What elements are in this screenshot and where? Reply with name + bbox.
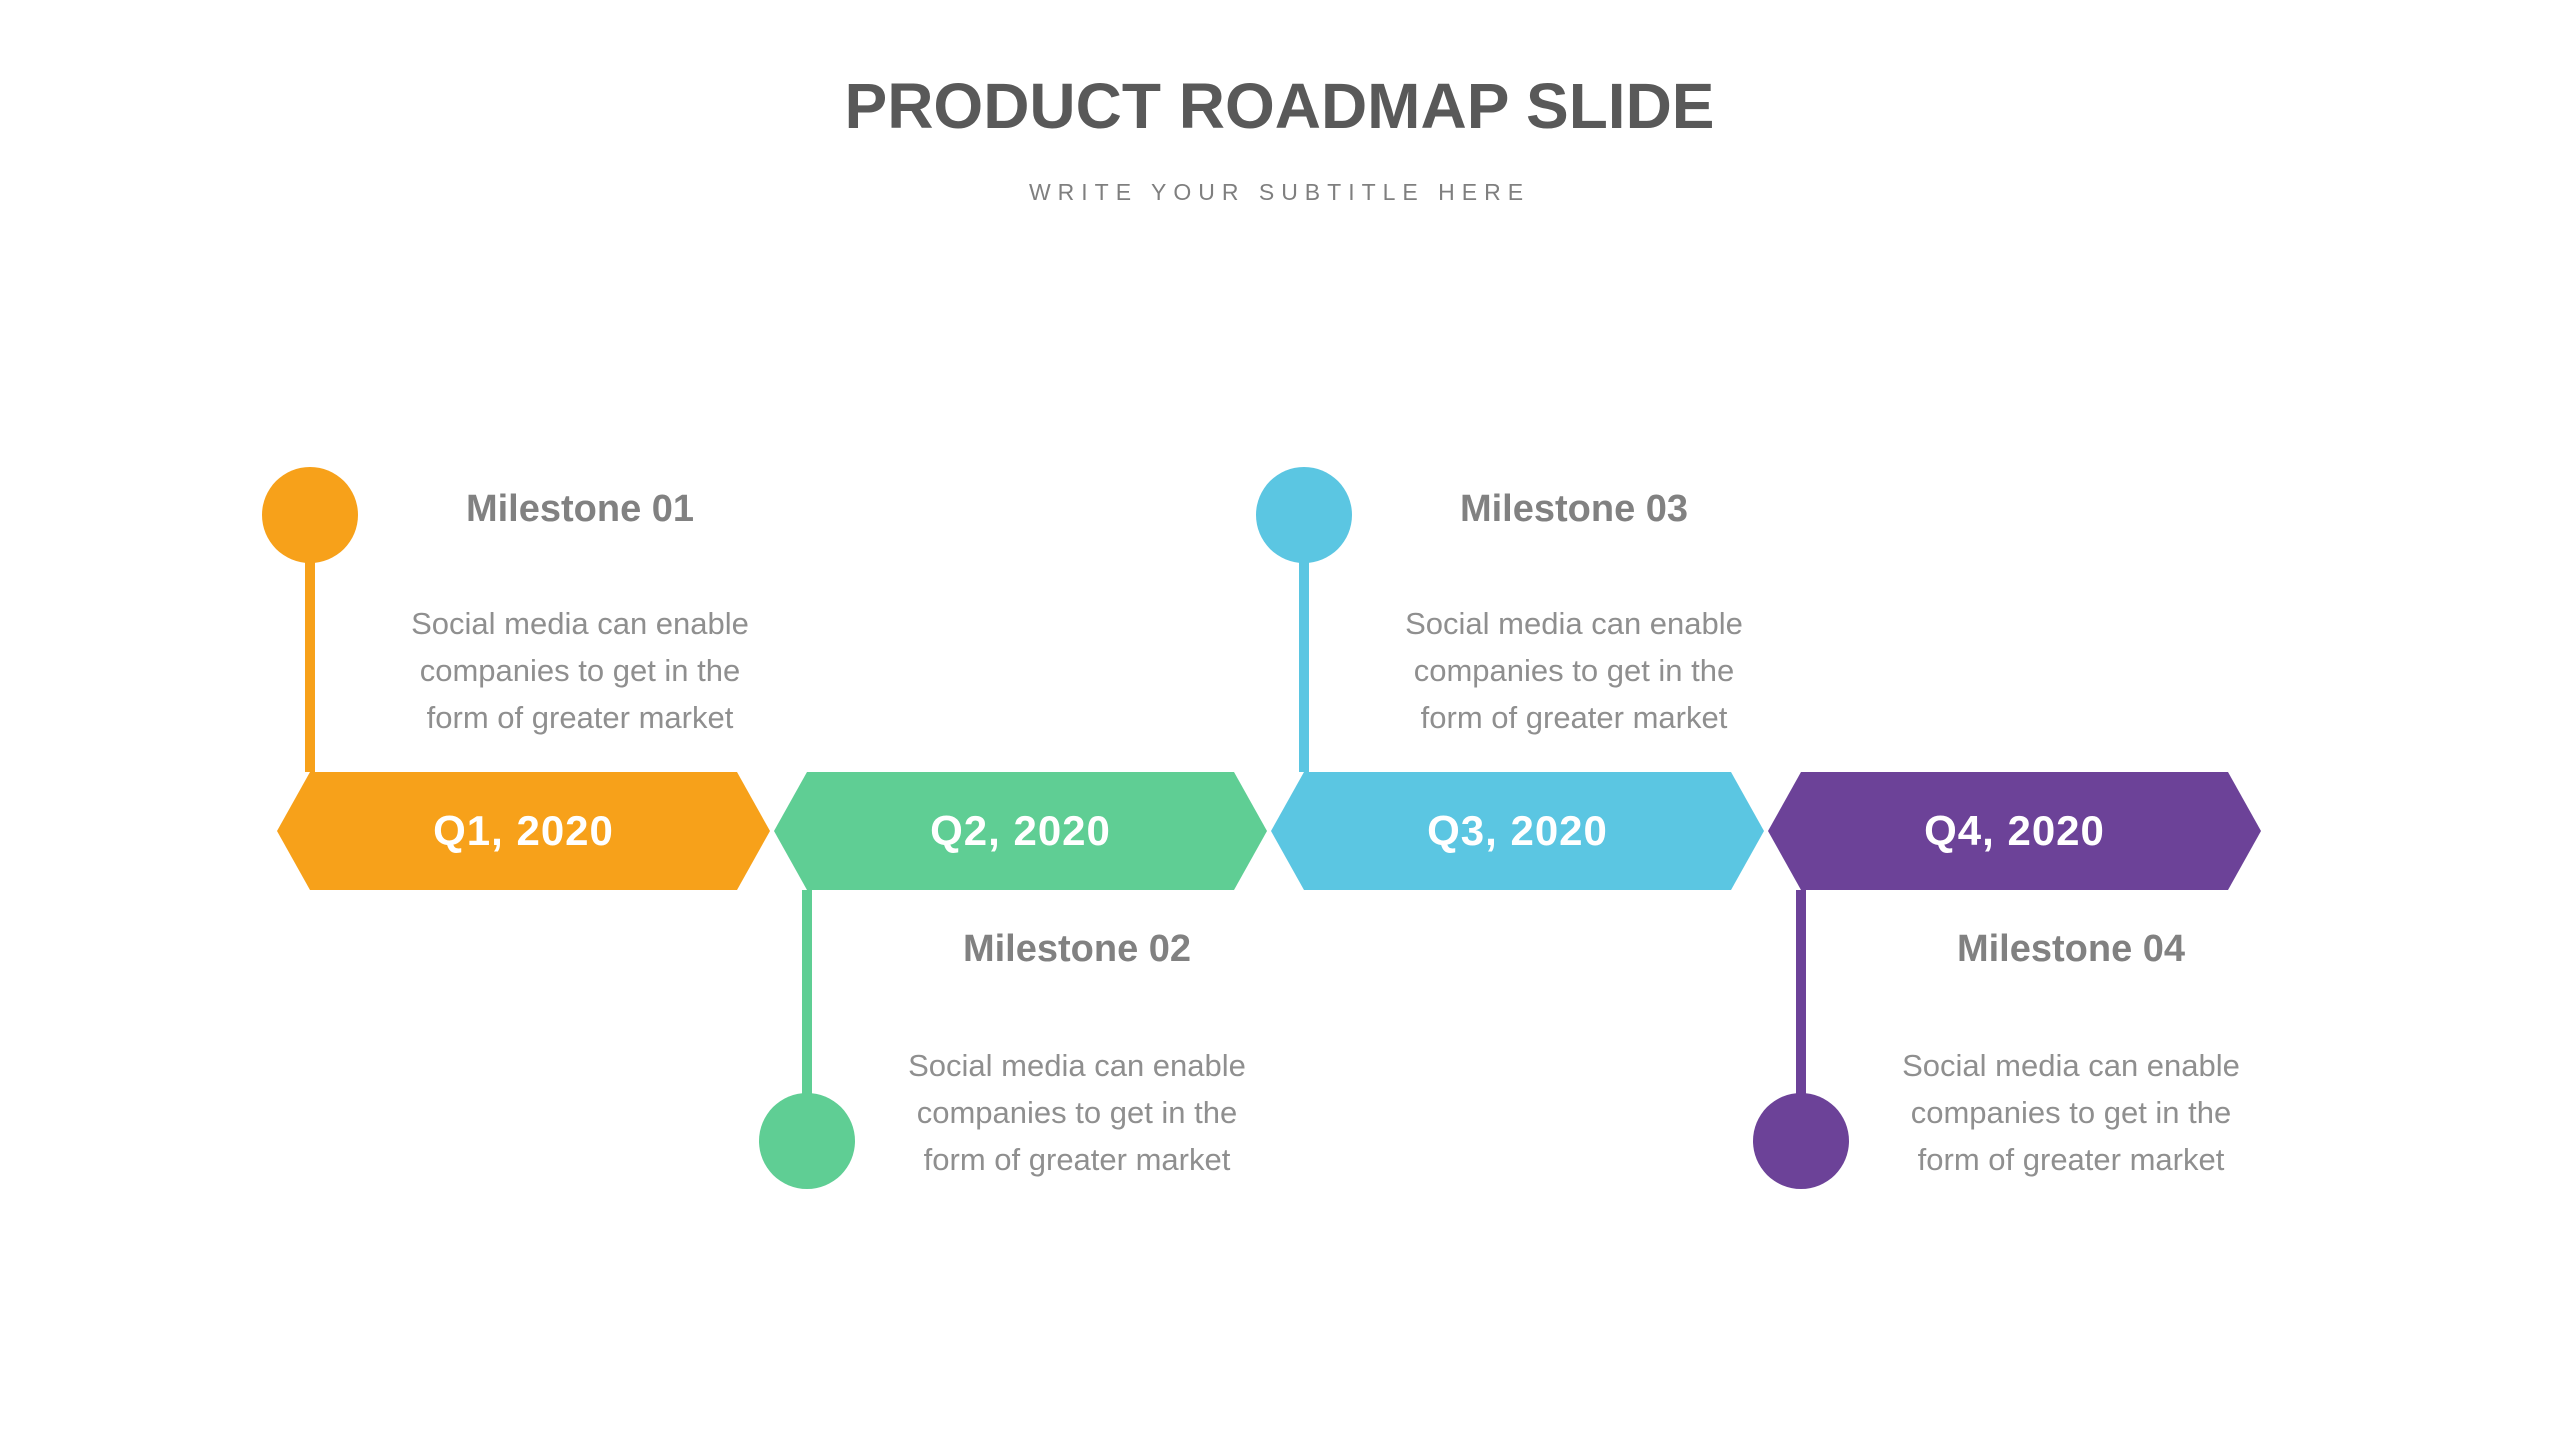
milestone-description: Social media can enable companies to get… xyxy=(908,1048,1246,1177)
milestone-stem xyxy=(305,550,315,772)
milestone-title: Milestone 02 xyxy=(962,928,1192,970)
milestone-description: Social media can enable companies to get… xyxy=(1405,606,1743,735)
milestone-title: Milestone 03 xyxy=(1459,488,1689,530)
milestone-title: Milestone 01 xyxy=(465,488,695,530)
quarter-label: Q2, 2020 xyxy=(930,807,1111,854)
milestone-circle xyxy=(1753,1093,1849,1189)
milestone-stem xyxy=(802,890,812,1100)
quarter-label: Q3, 2020 xyxy=(1427,807,1608,854)
milestone-description: Social media can enable companies to get… xyxy=(411,606,749,735)
slide-title: PRODUCT ROADMAP SLIDE xyxy=(844,70,1715,142)
slide-subtitle: WRITE YOUR SUBTITLE HERE xyxy=(1028,179,1531,205)
milestone-circle xyxy=(759,1093,855,1189)
milestone-stem xyxy=(1299,550,1309,772)
quarter-label: Q4, 2020 xyxy=(1924,807,2105,854)
milestone-circle xyxy=(1256,467,1352,563)
quarter-banner-q3: Q3, 2020 xyxy=(1271,772,1764,890)
quarter-banner-q1: Q1, 2020 xyxy=(277,772,770,890)
milestone-title: Milestone 04 xyxy=(1956,928,2186,970)
quarter-banner-q2: Q2, 2020 xyxy=(774,772,1267,890)
milestone-description: Social media can enable companies to get… xyxy=(1902,1048,2240,1177)
milestone-stem xyxy=(1796,890,1806,1100)
quarter-label: Q1, 2020 xyxy=(433,807,614,854)
quarter-banner-q4: Q4, 2020 xyxy=(1768,772,2261,890)
milestone-circle xyxy=(262,467,358,563)
